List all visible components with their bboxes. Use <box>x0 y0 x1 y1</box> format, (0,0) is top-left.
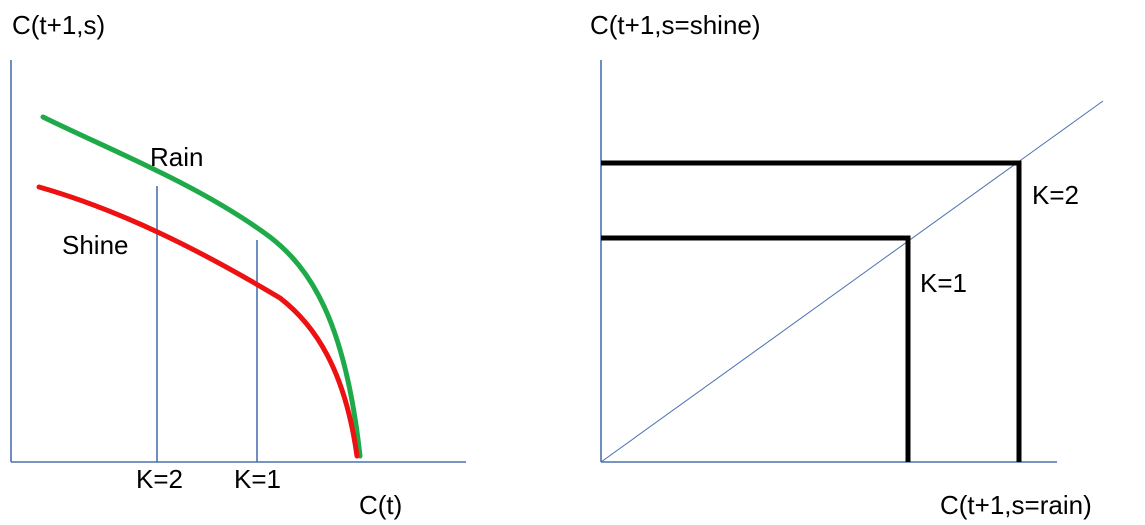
rain-label: Rain <box>150 142 203 172</box>
k1-box-label: K=1 <box>920 268 967 298</box>
k2-box <box>601 160 1022 462</box>
diagonal-line <box>600 100 1104 463</box>
left-x-axis-label: C(t) <box>359 490 402 520</box>
k1-box <box>601 235 911 462</box>
right-x-axis-label: C(t+1,s=rain) <box>940 490 1092 520</box>
k1-label: K=1 <box>234 464 281 494</box>
right-y-axis-label: C(t+1,s=shine) <box>590 10 761 40</box>
shine-label: Shine <box>62 230 129 260</box>
right-panel: C(t+1,s=shine) K=1 K=2 C(t+1,s=rain) <box>590 10 1104 520</box>
shine-curve <box>36 184 360 459</box>
left-y-axis-label: C(t+1,s) <box>12 10 105 40</box>
rain-curve <box>40 114 363 459</box>
k2-label: K=2 <box>136 464 183 494</box>
left-panel: C(t+1,s) Rain Shine K=2 K=1 C(t) <box>10 10 466 520</box>
k2-box-label: K=2 <box>1032 180 1079 210</box>
